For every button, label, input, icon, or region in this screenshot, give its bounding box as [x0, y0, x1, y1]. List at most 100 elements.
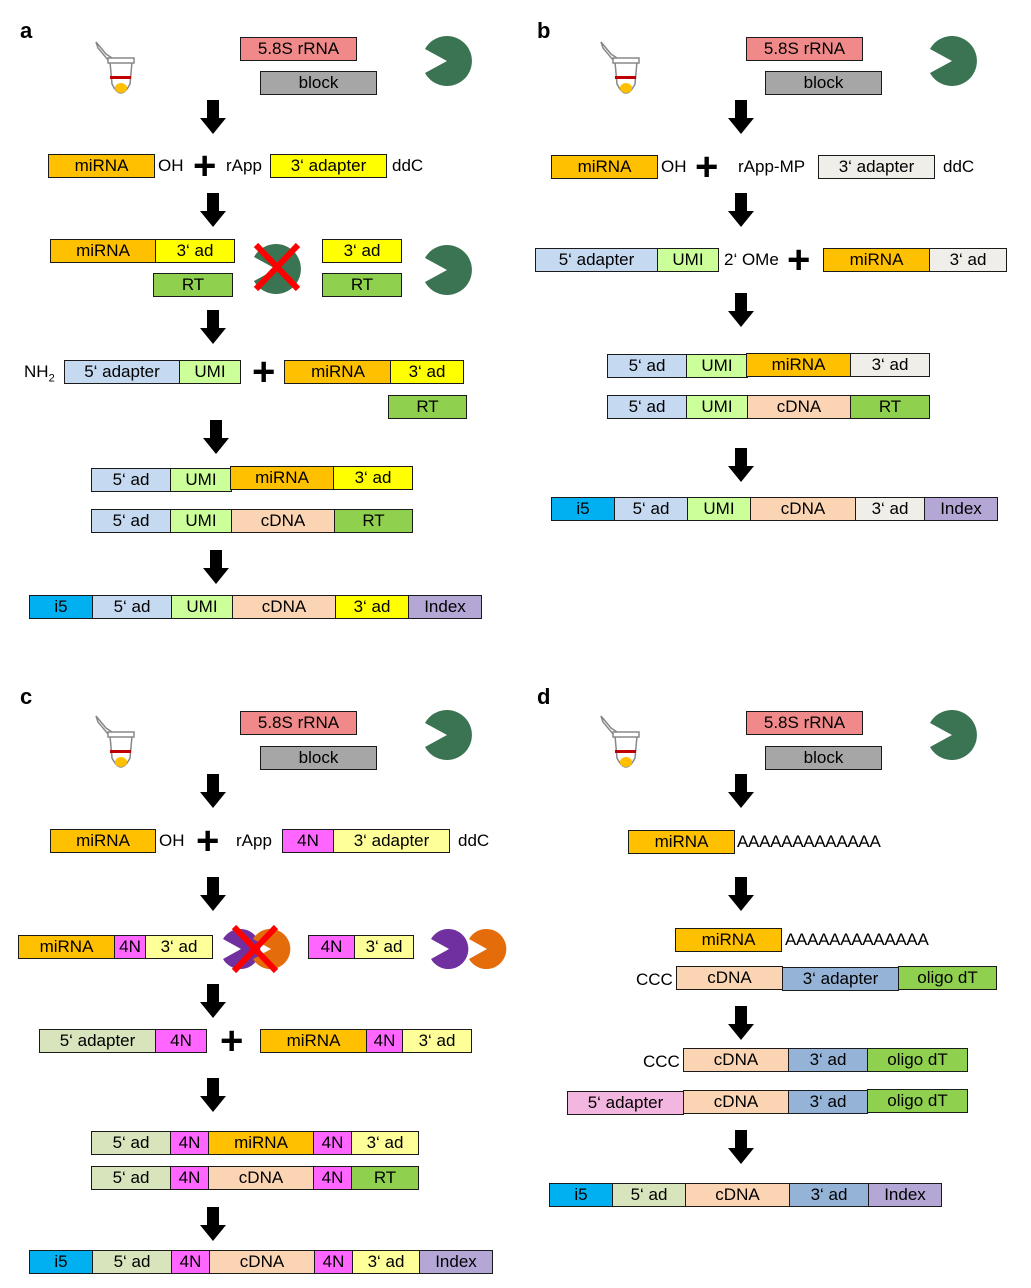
n4-box: 4N: [170, 1131, 209, 1155]
adapter5-box: 5‘ adapter: [567, 1091, 684, 1115]
umi-box: UMI: [686, 354, 748, 378]
index-box: Index: [419, 1250, 493, 1274]
ad5-box: 5‘ ad: [92, 595, 172, 619]
oligo-dt-box: oligo dT: [898, 966, 997, 990]
adapter3-box: 3‘ adapter: [782, 967, 899, 991]
ad3-box: 3‘ ad: [850, 353, 930, 377]
ccc-label: CCC: [643, 1052, 680, 1071]
mirna-box: miRNA: [823, 248, 930, 272]
index-box: Index: [408, 595, 482, 619]
adapter5-box: 5‘ adapter: [64, 360, 180, 384]
oligo-dt-box: oligo dT: [867, 1089, 968, 1113]
rapp-label: rApp: [226, 156, 262, 175]
rapp-label: rApp: [236, 831, 272, 850]
umi-box: UMI: [170, 468, 232, 492]
ome-label: 2‘ OMe: [724, 250, 779, 269]
ad5-box: 5‘ ad: [607, 354, 687, 378]
ad3-box: 3‘ ad: [322, 239, 402, 263]
mirna-box: miRNA: [675, 928, 782, 952]
arrow-down-icon: [728, 193, 754, 227]
mirna-box: miRNA: [628, 830, 735, 854]
rrna-box: 5.8S rRNA: [240, 37, 357, 61]
ad5-box: 5‘ ad: [91, 509, 171, 533]
ad3-box: 3‘ ad: [155, 239, 235, 263]
rrna-box: 5.8S rRNA: [746, 37, 863, 61]
mirna-box: miRNA: [48, 154, 155, 178]
cdna-box: cDNA: [747, 395, 851, 419]
cdna-box: cDNA: [208, 1166, 314, 1190]
pacman-enzyme-icon: [425, 245, 472, 295]
panel-label-c: c: [20, 684, 33, 709]
block-box: block: [765, 746, 882, 770]
arrow-down-icon: [728, 100, 754, 134]
arrow-down-icon: [200, 877, 226, 911]
rrna-box: 5.8S rRNA: [240, 711, 357, 735]
i5-box: i5: [549, 1183, 613, 1207]
n4-box: 4N: [313, 1131, 352, 1155]
ad5-box: 5‘ ad: [612, 1183, 686, 1207]
arrow-down-icon: [200, 774, 226, 808]
cdna-box: cDNA: [209, 1250, 315, 1274]
cdna-box: cDNA: [232, 595, 336, 619]
arrow-down-icon: [728, 1130, 754, 1164]
rt-box: RT: [153, 273, 233, 297]
ad3-box: 3‘ ad: [351, 1131, 419, 1155]
n4-box: 4N: [313, 1166, 352, 1190]
ad3-box: 3‘ ad: [354, 935, 414, 959]
n4-box: 4N: [314, 1250, 353, 1274]
tube-icon: [600, 41, 640, 94]
plus-icon: +: [695, 145, 719, 189]
n4-box: 4N: [114, 935, 146, 959]
arrow-down-icon: [728, 293, 754, 327]
rt-box: RT: [351, 1166, 419, 1190]
ad3-box: 3‘ ad: [855, 497, 925, 521]
umi-box: UMI: [171, 595, 233, 619]
arrow-down-icon: [728, 448, 754, 482]
n4-box: 4N: [170, 1166, 209, 1190]
ddc-label: ddC: [943, 157, 975, 176]
mirna-box: miRNA: [50, 239, 156, 263]
poly-a-label: AAAAAAAAAAAAA: [785, 930, 929, 949]
ad5-box: 5‘ ad: [607, 395, 687, 419]
poly-a-label: AAAAAAAAAAAAA: [737, 832, 881, 851]
ccc-label: CCC: [636, 970, 673, 989]
ddc-label: ddC: [458, 831, 490, 850]
pacman-enzyme-icon: [930, 36, 977, 86]
ddc-label: ddC: [392, 156, 424, 175]
mirna-box: miRNA: [230, 466, 334, 490]
adapter3-box: 3‘ adapter: [333, 829, 450, 853]
n4-box: 4N: [282, 829, 334, 853]
arrow-down-icon: [203, 550, 229, 584]
mirna-box: miRNA: [18, 935, 115, 959]
panel-label-d: d: [537, 684, 551, 709]
arrow-down-icon: [200, 1078, 226, 1112]
n4-box: 4N: [155, 1029, 207, 1053]
cdna-box: cDNA: [683, 1048, 789, 1072]
i5-box: i5: [29, 1250, 93, 1274]
ad3-box: 3‘ ad: [335, 595, 409, 619]
arrow-down-icon: [203, 420, 229, 454]
pacman-enzyme-icon: [425, 36, 472, 86]
rt-box: RT: [322, 273, 402, 297]
umi-box: UMI: [687, 497, 751, 521]
oh-label: OH: [661, 157, 687, 176]
oh-label: OH: [158, 156, 184, 175]
adapter3-box: 3‘ adapter: [818, 155, 935, 179]
x-mark-icon: [231, 924, 279, 974]
ad3-box: 3‘ ad: [390, 360, 464, 384]
arrow-down-icon: [200, 310, 226, 344]
tube-icon: [95, 41, 135, 94]
panel-a: a 5.8S rRNA block miRNA OH + rApp 3‘ ada…: [0, 0, 515, 644]
ad5-box: 5‘ ad: [92, 1250, 172, 1274]
ad3-box: 3‘ ad: [352, 1250, 420, 1274]
rt-box: RT: [334, 509, 413, 533]
pacman-enzyme-icon: [930, 710, 977, 760]
adapter5-box: 5‘ adapter: [535, 248, 658, 272]
x-mark-icon: [253, 242, 301, 292]
arrow-down-icon: [200, 100, 226, 134]
arrow-down-icon: [728, 877, 754, 911]
rapp-mp-label: rApp-MP: [738, 157, 806, 176]
tube-icon: [600, 715, 640, 768]
plus-icon: +: [252, 350, 276, 394]
block-box: block: [260, 71, 377, 95]
